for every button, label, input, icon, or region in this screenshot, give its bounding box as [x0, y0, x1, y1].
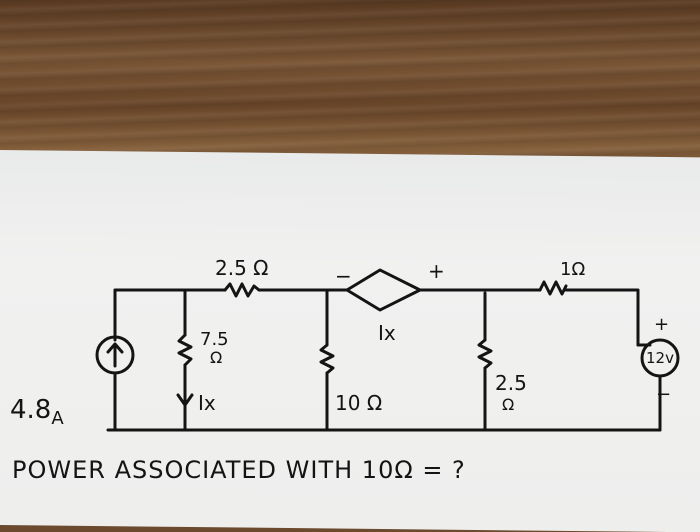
resistor-1-top [538, 280, 568, 296]
label-r-7-5: 7.5 [200, 329, 229, 350]
label-r-2-5-right: 2.5 [495, 371, 527, 395]
resistor-2-5-top [223, 282, 261, 298]
label-r-10: 10 Ω [335, 391, 382, 415]
label-r-2-5-right-unit: Ω [502, 395, 514, 414]
ix-arrow-icon [176, 393, 194, 407]
label-voltage-source: 12v [646, 349, 674, 367]
resistor-10 [319, 343, 335, 375]
question-text: POWER ASSOCIATED WITH 10Ω = ? [12, 456, 466, 484]
voltage-neg-label: − [656, 384, 671, 405]
label-r-2-5-top: 2.5 Ω [215, 256, 268, 280]
label-r-7-5-unit: Ω [210, 348, 222, 367]
dependent-source-diamond-icon [345, 268, 422, 312]
label-current-source: 4.8A [10, 395, 64, 429]
resistor-7-5 [177, 333, 193, 367]
label-ix: Ix [198, 391, 216, 415]
diamond-pos-label: + [428, 259, 445, 283]
wooden-desk-background [0, 0, 700, 175]
resistor-2-5-right [477, 338, 493, 370]
diamond-control-label: Ix [378, 321, 396, 345]
label-r-1: 1Ω [560, 259, 585, 280]
voltage-pos-label: + [654, 314, 669, 335]
diamond-neg-label: − [335, 264, 352, 288]
up-arrow-icon [106, 342, 124, 368]
